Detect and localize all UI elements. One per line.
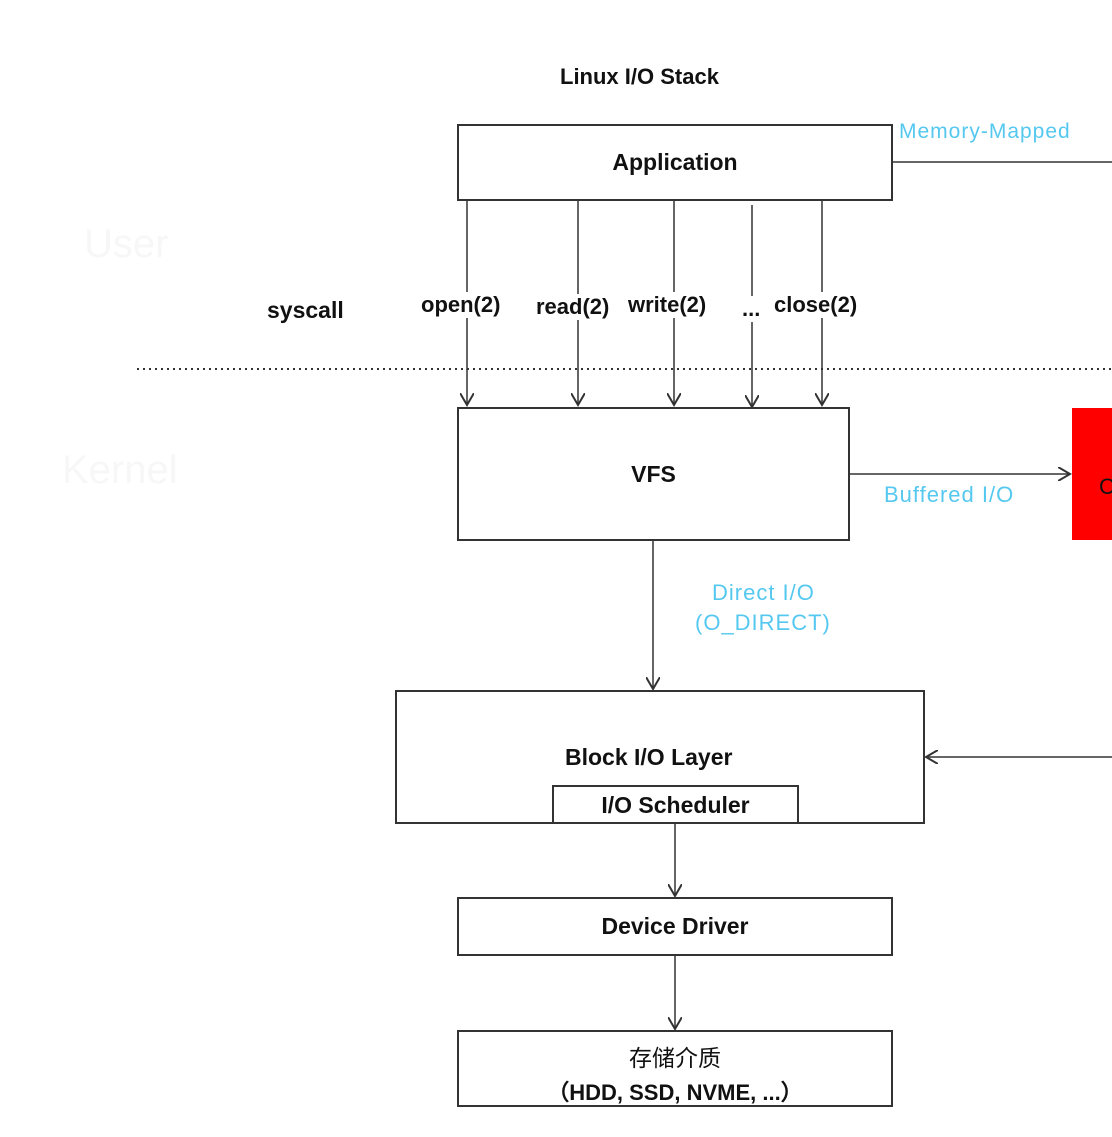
device-driver-label: Device Driver (601, 913, 749, 939)
syscall-close: close(2) (773, 292, 859, 318)
direct-io-label: Direct I/O (712, 580, 815, 605)
block-io-layer-label: Block I/O Layer (565, 744, 733, 770)
io-scheduler-box: I/O Scheduler (552, 785, 799, 824)
syscall-ellipsis: ... (741, 296, 762, 322)
diagram-title: Linux I/O Stack (560, 64, 719, 89)
vfs-label: VFS (631, 460, 676, 487)
page-cache-partial-label: C (1099, 474, 1112, 499)
o-direct-label: (O_DIRECT) (695, 610, 831, 635)
application-box: Application (457, 124, 893, 201)
syscall-label: syscall (267, 297, 344, 323)
kernel-region-label: Kernel (62, 448, 178, 492)
vfs-box: VFS (457, 407, 850, 541)
user-region-label: User (84, 222, 169, 266)
syscall-write: write(2) (627, 292, 708, 318)
syscall-open: open(2) (420, 292, 502, 318)
syscall-read: read(2) (535, 294, 611, 320)
storage-media-title: 存储介质 (629, 1046, 721, 1072)
buffered-io-label: Buffered I/O (884, 482, 1015, 507)
device-driver-box: Device Driver (457, 897, 893, 956)
io-scheduler-label: I/O Scheduler (601, 792, 750, 818)
block-io-layer-box: Block I/O Layer I/O Scheduler (395, 690, 925, 824)
storage-media-examples: （HDD, SSD, NVME, ...） (547, 1080, 803, 1105)
application-label: Application (612, 149, 738, 175)
memory-mapped-label: Memory-Mapped (899, 120, 1071, 143)
storage-media-box: 存储介质 （HDD, SSD, NVME, ...） (457, 1030, 893, 1107)
page-cache-box: C (1072, 408, 1112, 540)
